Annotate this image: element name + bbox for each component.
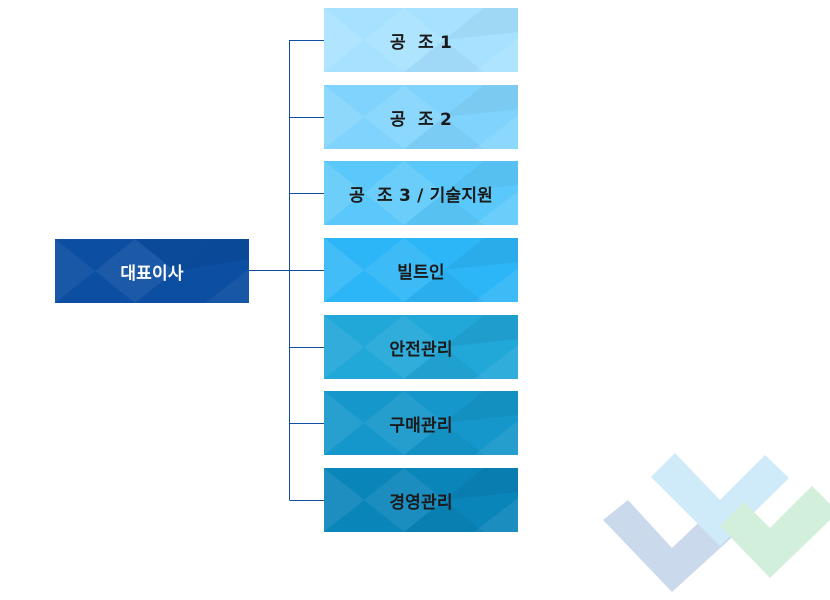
dept-label: 구매관리 [389, 415, 453, 436]
dept-pattern [324, 391, 518, 455]
dept-box-purchasing-management: 구매관리 [324, 391, 518, 455]
dept-label: 공 조 2 [389, 109, 453, 130]
ceo-label: 대표이사 [120, 263, 184, 284]
dept-box-hvac-2: 공 조 2 [324, 85, 518, 149]
dept-pattern [324, 315, 518, 379]
dept-pattern [324, 161, 518, 225]
dept-pattern [324, 238, 518, 302]
ceo-box: 대표이사 [55, 239, 249, 303]
dept-label: 빌트인 [397, 262, 445, 283]
dept-box-business-management: 경영관리 [324, 468, 518, 532]
ceo-pattern [55, 239, 249, 303]
logo-chevron-green [720, 486, 830, 578]
dept-box-hvac-1: 공 조 1 [324, 8, 518, 72]
dept-box-hvac-3-tech-support: 공 조 3 / 기술지원 [324, 161, 518, 225]
logo-chevron-cyan [651, 453, 789, 546]
dept-pattern [324, 8, 518, 72]
dept-box-built-in: 빌트인 [324, 238, 518, 302]
dept-label: 공 조 1 [389, 32, 453, 53]
dept-label: 경영관리 [389, 492, 453, 513]
dept-label: 안전관리 [389, 339, 453, 360]
dept-pattern [324, 85, 518, 149]
dept-pattern [324, 468, 518, 532]
dept-label: 공 조 3 / 기술지원 [348, 185, 494, 206]
dept-box-safety-management: 안전관리 [324, 315, 518, 379]
